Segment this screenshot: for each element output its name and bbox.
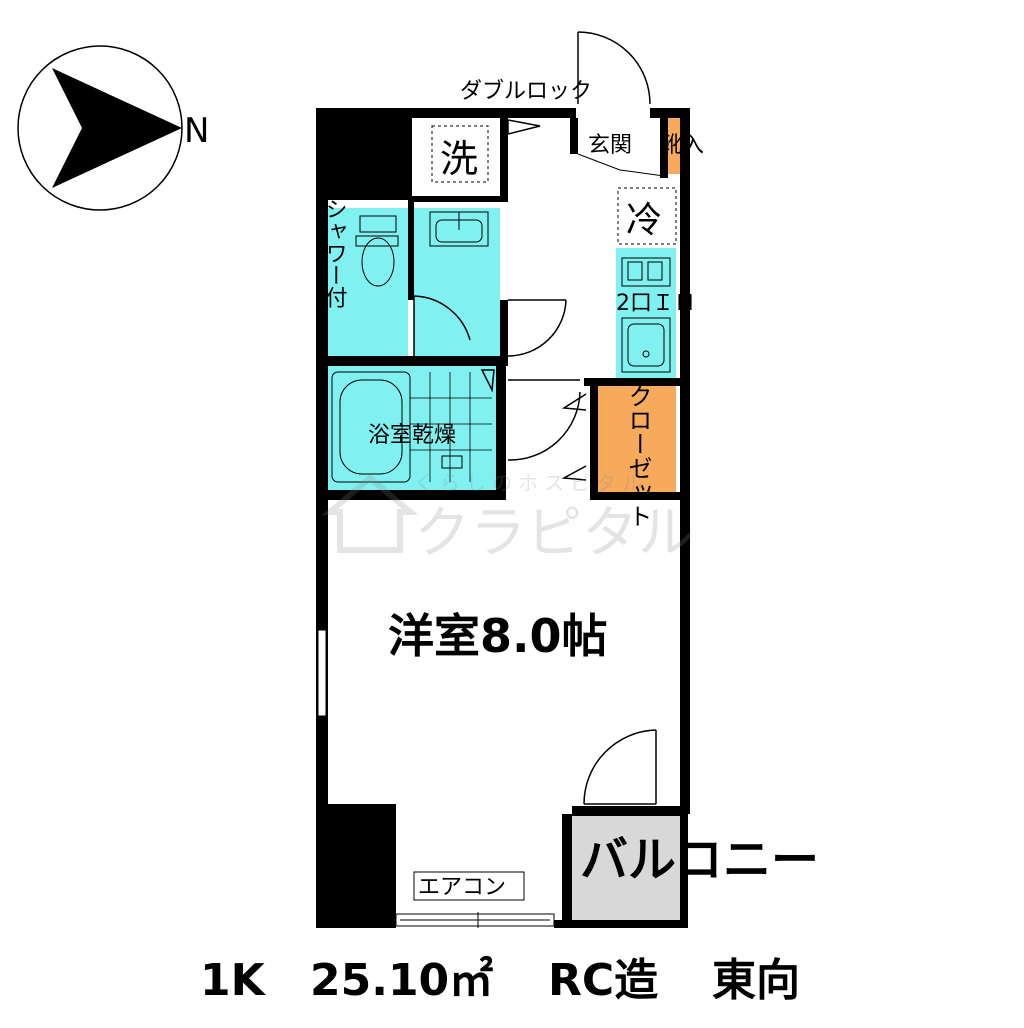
balcony-area [572, 816, 680, 920]
washbasin-icon [429, 211, 489, 247]
double-lock-label: ダブルロック [460, 79, 592, 104]
ih-stove-icon [621, 257, 671, 287]
walls [316, 108, 690, 928]
shoe-storage-area [666, 118, 680, 174]
toilet-icon [355, 215, 399, 287]
structure: RC造 [548, 955, 658, 1006]
fridge-box [617, 187, 677, 245]
aircon-box [413, 871, 525, 901]
kitchen-sink-icon [621, 317, 671, 373]
bathtub-icon [331, 371, 492, 483]
fridge-label: 冷 [626, 200, 662, 241]
kitchen-area [616, 248, 676, 378]
bathroom-area [328, 366, 496, 490]
floor-area: 25.10㎡ [310, 955, 493, 1006]
bathroom-label: 浴室乾燥 [368, 423, 456, 448]
north-arrow-icon [52, 68, 182, 188]
closet-area [598, 386, 676, 492]
doors [413, 31, 665, 805]
watermark-main: クラピタル [414, 501, 694, 566]
washer-box [431, 125, 489, 183]
bottom-window [395, 912, 555, 928]
toilet-area [328, 208, 408, 356]
watermark: くらしのホスピタル クラピタル [321, 471, 694, 566]
balcony-label: バルコニー [580, 832, 819, 888]
footer-info: 1K 25.10㎡ RC造 東向 [200, 955, 800, 1006]
north-label: N [184, 111, 209, 151]
house-logo-icon [321, 474, 419, 553]
washer-label: 洗 [440, 137, 478, 181]
watermark-sub: くらしのホスピタル [414, 471, 648, 495]
western-room-label: 洋室8.0帖 [388, 609, 608, 663]
left-window [317, 629, 327, 717]
shower-toilet-label: シャワー付 [322, 198, 348, 308]
compass: N [17, 45, 209, 211]
closet-label: クローゼット [624, 384, 652, 528]
entrance-label: 玄関 [588, 133, 632, 158]
layout-type: 1K [200, 955, 267, 1006]
shoe-storage-label: 靴入 [660, 133, 704, 158]
aircon-label: エアコン [418, 875, 506, 900]
washbasin-area [414, 208, 500, 356]
orientation: 東向 [712, 955, 800, 1006]
ih-stove-label: 2口ＩＨ [616, 291, 696, 316]
